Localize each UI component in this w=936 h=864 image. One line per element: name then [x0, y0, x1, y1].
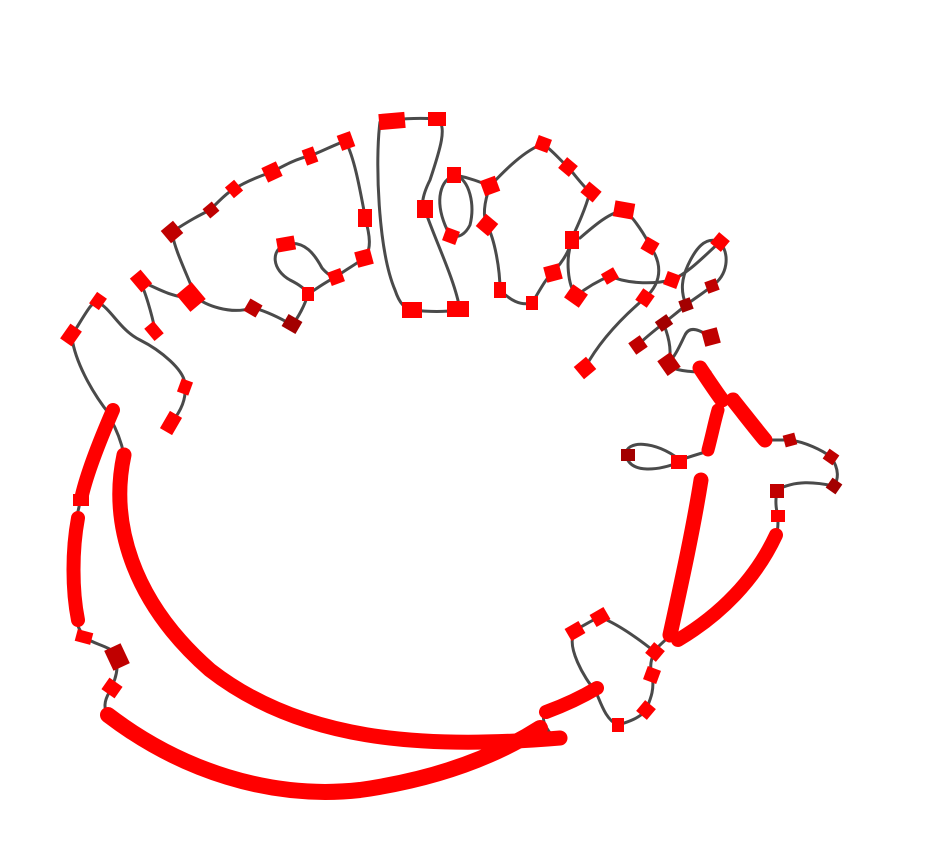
node — [336, 131, 356, 151]
node — [645, 642, 665, 662]
node — [160, 220, 184, 244]
connector-link — [423, 208, 462, 312]
node — [101, 677, 123, 699]
node — [654, 314, 674, 332]
connector-link — [775, 481, 836, 492]
thick-link — [701, 403, 725, 457]
node — [612, 718, 624, 732]
node — [447, 301, 469, 317]
connector-link — [450, 173, 474, 239]
connector-link — [70, 336, 112, 417]
connector-link — [70, 300, 187, 387]
node — [281, 313, 303, 335]
node — [479, 175, 501, 197]
connector-link — [344, 140, 367, 218]
node — [770, 484, 784, 498]
connector-link — [608, 274, 674, 285]
node — [224, 179, 244, 199]
node — [543, 263, 563, 283]
node — [202, 201, 220, 219]
node — [663, 271, 681, 289]
node — [526, 296, 538, 310]
node — [428, 112, 446, 126]
thick-link — [725, 392, 773, 448]
thick-link — [75, 403, 120, 502]
node — [771, 510, 785, 522]
node — [635, 288, 655, 308]
node — [60, 323, 82, 347]
node — [565, 231, 579, 249]
node — [74, 629, 94, 645]
node — [589, 606, 611, 628]
node — [657, 352, 681, 376]
node — [580, 181, 602, 203]
thick-link — [112, 447, 568, 750]
node — [671, 455, 687, 469]
node — [302, 287, 314, 301]
thick-links — [66, 360, 783, 800]
node — [558, 157, 578, 177]
connector-link — [570, 630, 597, 692]
node — [704, 278, 720, 294]
node — [159, 410, 183, 436]
connector-link — [598, 615, 657, 654]
node — [104, 643, 130, 671]
thick-link — [662, 472, 709, 643]
connector-link — [583, 296, 647, 370]
node — [701, 327, 721, 347]
node-blocks — [60, 111, 843, 732]
node — [327, 268, 345, 286]
node — [782, 432, 798, 448]
node — [358, 209, 372, 227]
node — [475, 213, 499, 237]
node — [643, 666, 661, 684]
node — [144, 321, 164, 341]
node — [825, 477, 843, 495]
thick-link — [692, 360, 730, 408]
node — [494, 282, 506, 298]
thick-link — [539, 681, 604, 719]
node — [678, 297, 694, 313]
node — [534, 135, 552, 153]
node — [612, 200, 636, 220]
node — [573, 356, 597, 380]
node — [176, 282, 206, 312]
connector-link — [488, 142, 545, 188]
connector-link — [438, 173, 457, 238]
node — [73, 494, 89, 506]
node — [261, 161, 283, 183]
connector-link — [670, 240, 722, 282]
connector-link — [376, 120, 414, 312]
node — [564, 620, 586, 642]
node — [243, 298, 263, 318]
node — [378, 111, 406, 131]
node — [176, 378, 194, 396]
node — [129, 269, 153, 293]
node — [564, 284, 588, 308]
node — [621, 449, 635, 461]
node — [640, 236, 660, 256]
node — [402, 302, 422, 318]
node — [354, 248, 374, 268]
thick-link — [66, 511, 85, 627]
node — [89, 291, 107, 311]
node — [301, 146, 319, 166]
node — [710, 232, 730, 252]
node — [417, 200, 433, 218]
node — [442, 227, 460, 245]
node — [822, 448, 840, 466]
connector-link — [680, 238, 722, 307]
thick-link — [100, 707, 548, 800]
node — [628, 335, 648, 355]
node — [636, 700, 656, 720]
thick-link — [671, 528, 783, 647]
node — [447, 167, 461, 183]
node — [275, 235, 297, 253]
node — [600, 267, 620, 285]
